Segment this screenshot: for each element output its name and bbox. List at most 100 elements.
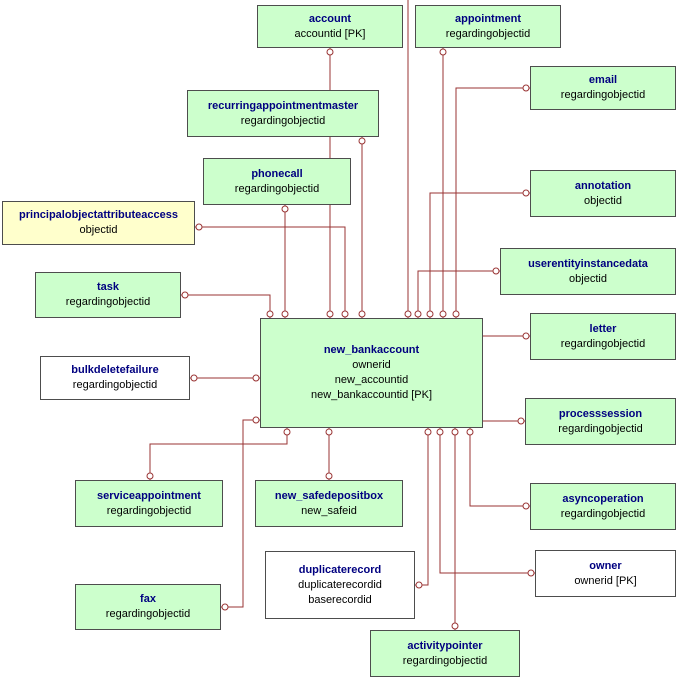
- connector-endpoint-circle: [439, 48, 447, 56]
- connector-endpoint-circle: [452, 310, 460, 318]
- entity-attribute: regardingobjectid: [445, 27, 531, 40]
- entity-title: letter: [589, 322, 617, 335]
- entity-title: duplicaterecord: [298, 563, 382, 576]
- connector-endpoint-circle: [426, 310, 434, 318]
- entity-title: activitypointer: [407, 639, 483, 652]
- connector-endpoint-circle: [451, 622, 459, 630]
- connector-endpoint-circle: [415, 581, 423, 589]
- connector-endpoint-circle: [522, 502, 530, 510]
- connector-annotation: [429, 192, 530, 318]
- entity-title: bulkdeletefailure: [71, 364, 159, 376]
- connector-endpoint-circle: [283, 428, 291, 436]
- connector-endpoint-circle: [466, 428, 474, 436]
- entity-attribute: regardingobjectid: [105, 608, 191, 620]
- entity-attribute: baserecordid: [308, 593, 372, 606]
- entity-recurringappointmentmaster[interactable]: recurringappointmentmaster regardingobjec…: [187, 90, 379, 137]
- entity-title: recurringappointmentmaster: [207, 99, 359, 112]
- entity-title: principalobjectattributeaccess: [19, 209, 178, 221]
- entity-title: new_bankaccount: [323, 344, 420, 356]
- entity-attribute: regardingobjectid: [560, 507, 646, 520]
- entity-title: asyncoperation: [562, 492, 644, 505]
- connector-owner: [439, 428, 535, 574]
- connector-endpoint-circle: [404, 310, 412, 318]
- entity-attribute: new_bankaccountid [PK]: [310, 389, 433, 401]
- entity-serviceappointment[interactable]: serviceappointment regardingobjectid: [75, 480, 223, 527]
- entity-title: appointment: [455, 12, 521, 25]
- connector-endpoint-circle: [492, 267, 500, 275]
- entity-title: serviceappointment: [97, 489, 201, 502]
- connector-endpoint-circle: [326, 310, 334, 318]
- entity-account[interactable]: account accountid [PK]: [257, 5, 403, 48]
- connector-endpoint-circle: [517, 417, 525, 425]
- entity-attribute: regardingobjectid: [106, 504, 192, 517]
- connector-endpoint-circle: [325, 472, 333, 480]
- connector-userentityinstancedata: [417, 270, 500, 318]
- entity-attribute: regardingobjectid: [240, 114, 326, 127]
- connector-principalobjectattributeaccess: [195, 226, 346, 318]
- entity-title: account: [308, 12, 352, 25]
- connector-endpoint-circle: [341, 310, 349, 318]
- entity-attribute: accountid [PK]: [294, 27, 366, 40]
- connector-endpoint-circle: [266, 310, 274, 318]
- entity-title: processsession: [558, 407, 643, 420]
- entity-task[interactable]: task regardingobjectid: [35, 272, 181, 318]
- connector-endpoint-circle: [326, 48, 334, 56]
- entity-annotation[interactable]: annotation objectid: [530, 170, 676, 217]
- connector-endpoint-circle: [325, 428, 333, 436]
- entity-userentityinstancedata[interactable]: userentityinstancedata objectid: [500, 248, 676, 295]
- entity-attribute: objectid: [79, 224, 118, 236]
- connector-endpoint-circle: [252, 416, 260, 424]
- entity-new_safedepositbox[interactable]: new_safedepositbox new_safeid: [255, 480, 403, 527]
- entity-appointment[interactable]: appointment regardingobjectid: [415, 5, 561, 48]
- connector-endpoint-circle: [527, 569, 535, 577]
- entity-title: annotation: [574, 179, 632, 192]
- connector-endpoint-circle: [522, 332, 530, 340]
- entity-attribute: regardingobjectid: [402, 654, 488, 667]
- entity-phonecall[interactable]: phonecall regardingobjectid: [203, 158, 351, 205]
- entity-title: userentityinstancedata: [528, 257, 648, 270]
- connector-asyncoperation: [469, 428, 530, 507]
- entity-principalobjectattributeaccess[interactable]: principalobjectattributeaccess objectid: [2, 201, 195, 245]
- entity-title: new_safedepositbox: [274, 489, 384, 502]
- entity-attribute: objectid: [584, 194, 622, 207]
- entity-title: owner: [589, 559, 622, 572]
- connector-endpoint-circle: [451, 428, 459, 436]
- connector-serviceappointment: [149, 428, 288, 480]
- entity-attribute: objectid: [569, 272, 607, 285]
- entity-processsession[interactable]: processsession regardingobjectid: [525, 398, 676, 445]
- entity-title: phonecall: [251, 167, 303, 180]
- entity-attribute: new_accountid: [334, 374, 409, 386]
- connector-endpoint-circle: [358, 310, 366, 318]
- connector-endpoint-circle: [358, 137, 366, 145]
- entity-activitypointer[interactable]: activitypointer regardingobjectid: [370, 630, 520, 677]
- entity-attribute: new_safeid: [301, 504, 357, 517]
- connector-endpoint-circle: [146, 472, 154, 480]
- entity-asyncoperation[interactable]: asyncoperation regardingobjectid: [530, 483, 676, 530]
- entity-attribute: regardingobjectid: [65, 296, 151, 308]
- connector-email: [455, 87, 530, 318]
- connector-endpoint-circle: [522, 84, 530, 92]
- entity-title: task: [96, 281, 120, 293]
- connector-endpoint-circle: [436, 428, 444, 436]
- connector-endpoint-circle: [522, 189, 530, 197]
- connector-endpoint-circle: [195, 223, 203, 231]
- connector-endpoint-circle: [439, 310, 447, 318]
- connector-endpoint-circle: [281, 310, 289, 318]
- connector-endpoint-circle: [281, 205, 289, 213]
- entity-attribute: ownerid: [352, 359, 391, 371]
- entity-attribute: regardingobjectid: [558, 422, 643, 435]
- connector-endpoint-circle: [221, 603, 229, 611]
- entity-title: email: [588, 74, 618, 86]
- entity-attribute: regardingobjectid: [234, 182, 320, 195]
- connector-endpoint-circle: [414, 310, 422, 318]
- connector-endpoint-circle: [190, 374, 198, 382]
